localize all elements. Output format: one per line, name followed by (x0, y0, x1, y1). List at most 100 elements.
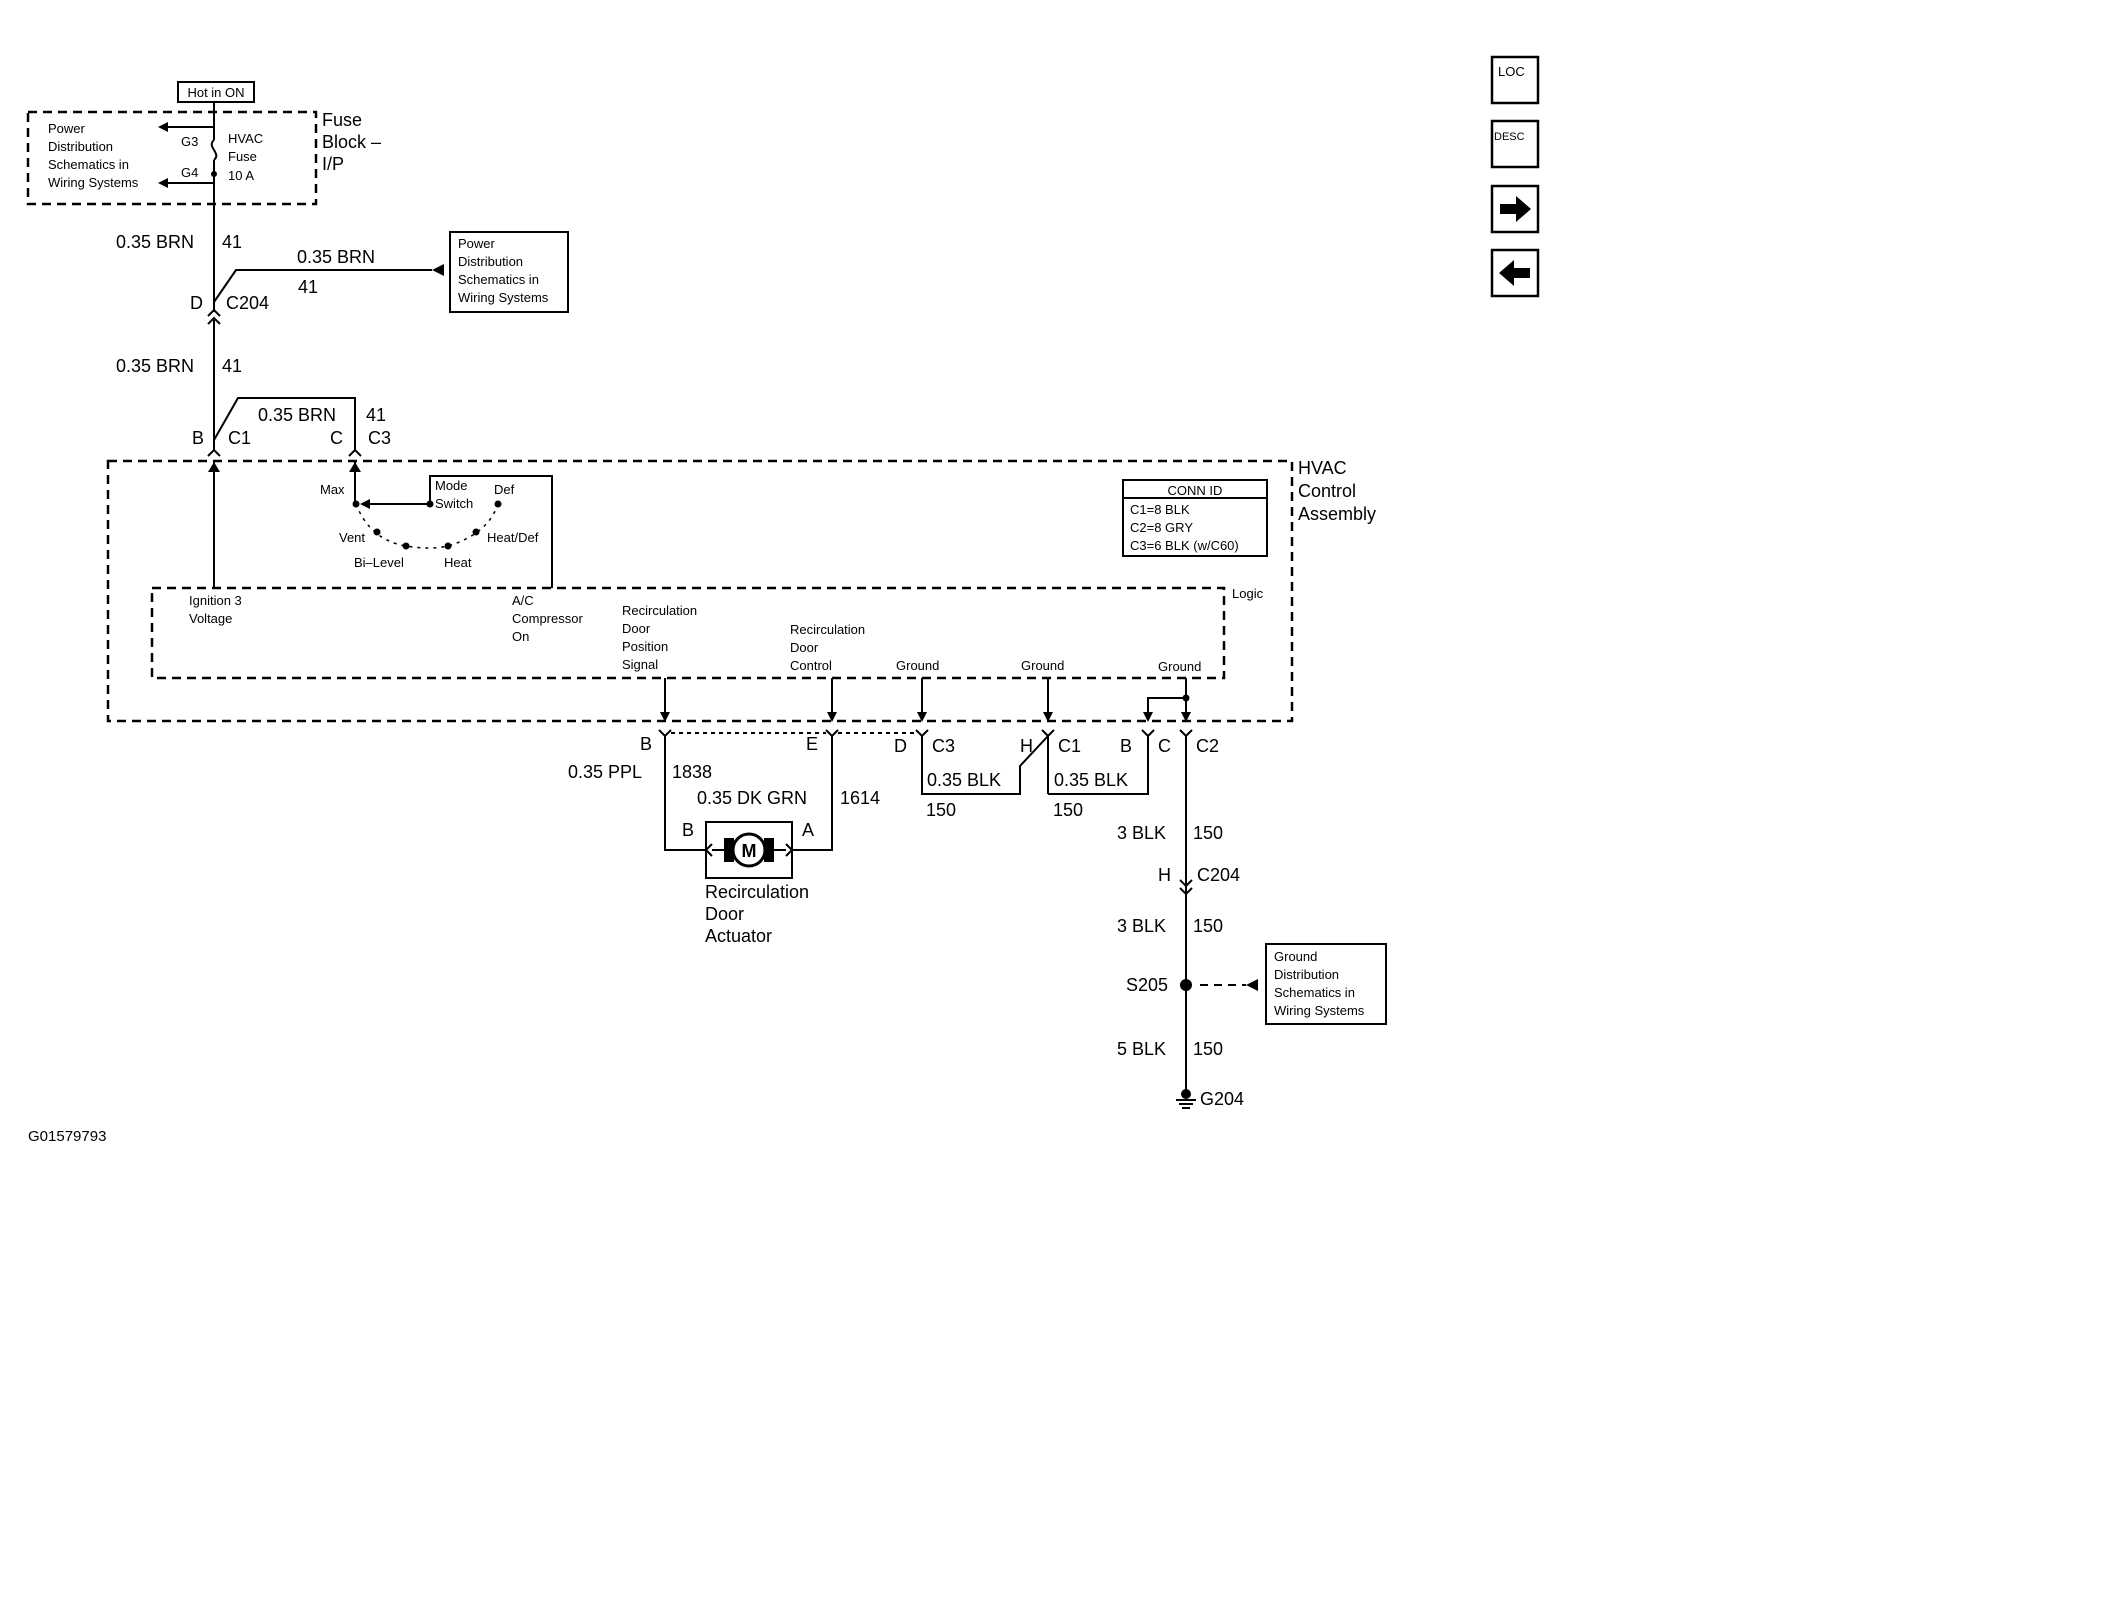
loc-button[interactable]: LOC (1490, 55, 1540, 105)
desc-button[interactable]: DESC (1490, 119, 1540, 169)
pin-g4-label: G4 (181, 165, 198, 180)
mode-heatdef-label: Heat/Def (487, 530, 539, 545)
splice-s205-label: S205 (1126, 975, 1168, 995)
power-distribution-ref-box (449, 231, 569, 313)
mode-max-label: Max (320, 482, 345, 497)
svg-text:Power: Power (48, 121, 86, 136)
recirculation-door-actuator (704, 821, 794, 879)
svg-text:Wiring Systems: Wiring Systems (48, 175, 139, 190)
wire-ppl-size: 0.35 PPL (568, 762, 642, 782)
wire-dkgrn-1614 (792, 736, 833, 851)
svg-text:Recirculation: Recirculation (790, 622, 865, 637)
connector-b-label: B (192, 428, 204, 448)
ground-3-label: Ground (1158, 659, 1201, 674)
conn-id-table: CONN ID C1=8 BLK C2=8 GRY C3=6 BLK (w/C6… (1122, 479, 1268, 557)
svg-text:C3=6 BLK (w/C60): C3=6 BLK (w/C60) (1130, 538, 1239, 553)
ignition-3-voltage-label: Ignition 3 Voltage (189, 593, 242, 626)
wire-blk5-size: 5 BLK (1117, 1039, 1166, 1059)
svg-text:Position: Position (622, 639, 668, 654)
ground-2-label: Ground (1021, 658, 1064, 673)
ground-g204-label: G204 (1200, 1089, 1244, 1109)
svg-text:Door: Door (790, 640, 819, 655)
svg-text:HVAC: HVAC (1298, 458, 1347, 478)
ground-distribution-ref-box (1265, 943, 1387, 1025)
motor-symbol: M (742, 841, 757, 861)
svg-text:Assembly: Assembly (1298, 504, 1376, 524)
wiring-diagram: Hot in ON Fuse Block – I/P Power Distrib… (26, 55, 1540, 1145)
wire-2-size: 0.35 BRN (297, 247, 375, 267)
wire-ppl-1838 (664, 736, 706, 851)
svg-text:Fuse: Fuse (228, 149, 257, 164)
mode-def-label: Def (494, 482, 515, 497)
actuator-pin-b-label: B (682, 820, 694, 840)
svg-text:Door: Door (622, 621, 651, 636)
ac-compressor-on-label: A/C Compressor On (512, 593, 583, 644)
svg-text:10 A: 10 A (228, 168, 254, 183)
wire-dkgrn-circuit: 1614 (840, 788, 880, 808)
prev-button[interactable] (1490, 248, 1540, 298)
desc-button-label: DESC (1494, 131, 1525, 143)
connector-d-label: D (190, 293, 203, 313)
svg-text:Recirculation: Recirculation (705, 882, 809, 902)
loc-button-label: LOC (1498, 64, 1525, 79)
svg-text:Fuse: Fuse (322, 110, 362, 130)
wire-blk-b-circuit: 150 (1053, 800, 1083, 820)
svg-text:Power: Power (458, 236, 496, 251)
wire-blk-150-c3 (921, 735, 1049, 795)
pin-g3-label: G3 (181, 134, 198, 149)
svg-text:Schematics in: Schematics in (48, 157, 129, 172)
svg-text:Switch: Switch (435, 496, 473, 511)
svg-text:Voltage: Voltage (189, 611, 232, 626)
bottom-h-label: H (1020, 736, 1033, 756)
svg-text:I/P: I/P (322, 154, 344, 174)
wire-blk-a-circuit: 150 (926, 800, 956, 820)
svg-text:HVAC: HVAC (228, 131, 263, 146)
bottom-e-label: E (806, 734, 818, 754)
svg-text:On: On (512, 629, 529, 644)
hvac-fuse-symbol (210, 139, 218, 161)
svg-text:Distribution: Distribution (458, 254, 523, 269)
wire-3-size: 0.35 BRN (116, 356, 194, 376)
power-distribution-ref-2: Power Distribution Schematics in Wiring … (458, 236, 549, 305)
wire-brn-41-c3 (213, 397, 356, 450)
connector-c1-label: C1 (228, 428, 251, 448)
svg-text:A/C: A/C (512, 593, 534, 608)
c204-bottom-connector (1179, 879, 1193, 896)
ground-distribution-ref: Ground Distribution Schematics in Wiring… (1274, 949, 1365, 1018)
recirc-door-position-label: Recirculation Door Position Signal (622, 603, 697, 672)
mode-heat-label: Heat (444, 555, 472, 570)
wire-1-size: 0.35 BRN (116, 232, 194, 252)
wire-blk-a-size: 0.35 BLK (927, 770, 1001, 790)
svg-text:Recirculation: Recirculation (622, 603, 697, 618)
hot-in-on-label: Hot in ON (187, 85, 244, 100)
connector-c204-top-label: C204 (226, 293, 269, 313)
wire-4-size: 0.35 BRN (258, 405, 336, 425)
splice-s205 (1180, 979, 1192, 991)
recirculation-door-actuator-label: Recirculation Door Actuator (705, 882, 809, 946)
wire-blk5-circuit: 150 (1193, 1039, 1223, 1059)
connector-c3-label: C3 (368, 428, 391, 448)
hvac-control-assembly-outline (106, 459, 1294, 723)
c204-top-connector (207, 308, 221, 325)
svg-text:CONN ID: CONN ID (1168, 483, 1223, 498)
bottom-c3-label: C3 (932, 736, 955, 756)
wire-4-circuit: 41 (366, 405, 386, 425)
svg-text:Wiring Systems: Wiring Systems (458, 290, 549, 305)
wire-blk-b-size: 0.35 BLK (1054, 770, 1128, 790)
next-button[interactable] (1490, 184, 1540, 234)
svg-text:Signal: Signal (622, 657, 658, 672)
arrow-left-icon (1499, 260, 1530, 286)
wire-blk3b-size: 3 BLK (1117, 916, 1166, 936)
svg-text:Ignition 3: Ignition 3 (189, 593, 242, 608)
mode-bilevel-label: Bi–Level (354, 555, 404, 570)
mode-switch (352, 475, 553, 588)
svg-text:C1=8 BLK: C1=8 BLK (1130, 502, 1190, 517)
svg-text:Door: Door (705, 904, 744, 924)
svg-text:Distribution: Distribution (48, 139, 113, 154)
svg-text:Control: Control (790, 658, 832, 673)
wire-3-circuit: 41 (222, 356, 242, 376)
ground-g204-symbol (1176, 1089, 1196, 1109)
wire-2-circuit: 41 (298, 277, 318, 297)
hvac-control-assembly-title: HVAC Control Assembly (1298, 458, 1376, 524)
svg-text:Compressor: Compressor (512, 611, 583, 626)
